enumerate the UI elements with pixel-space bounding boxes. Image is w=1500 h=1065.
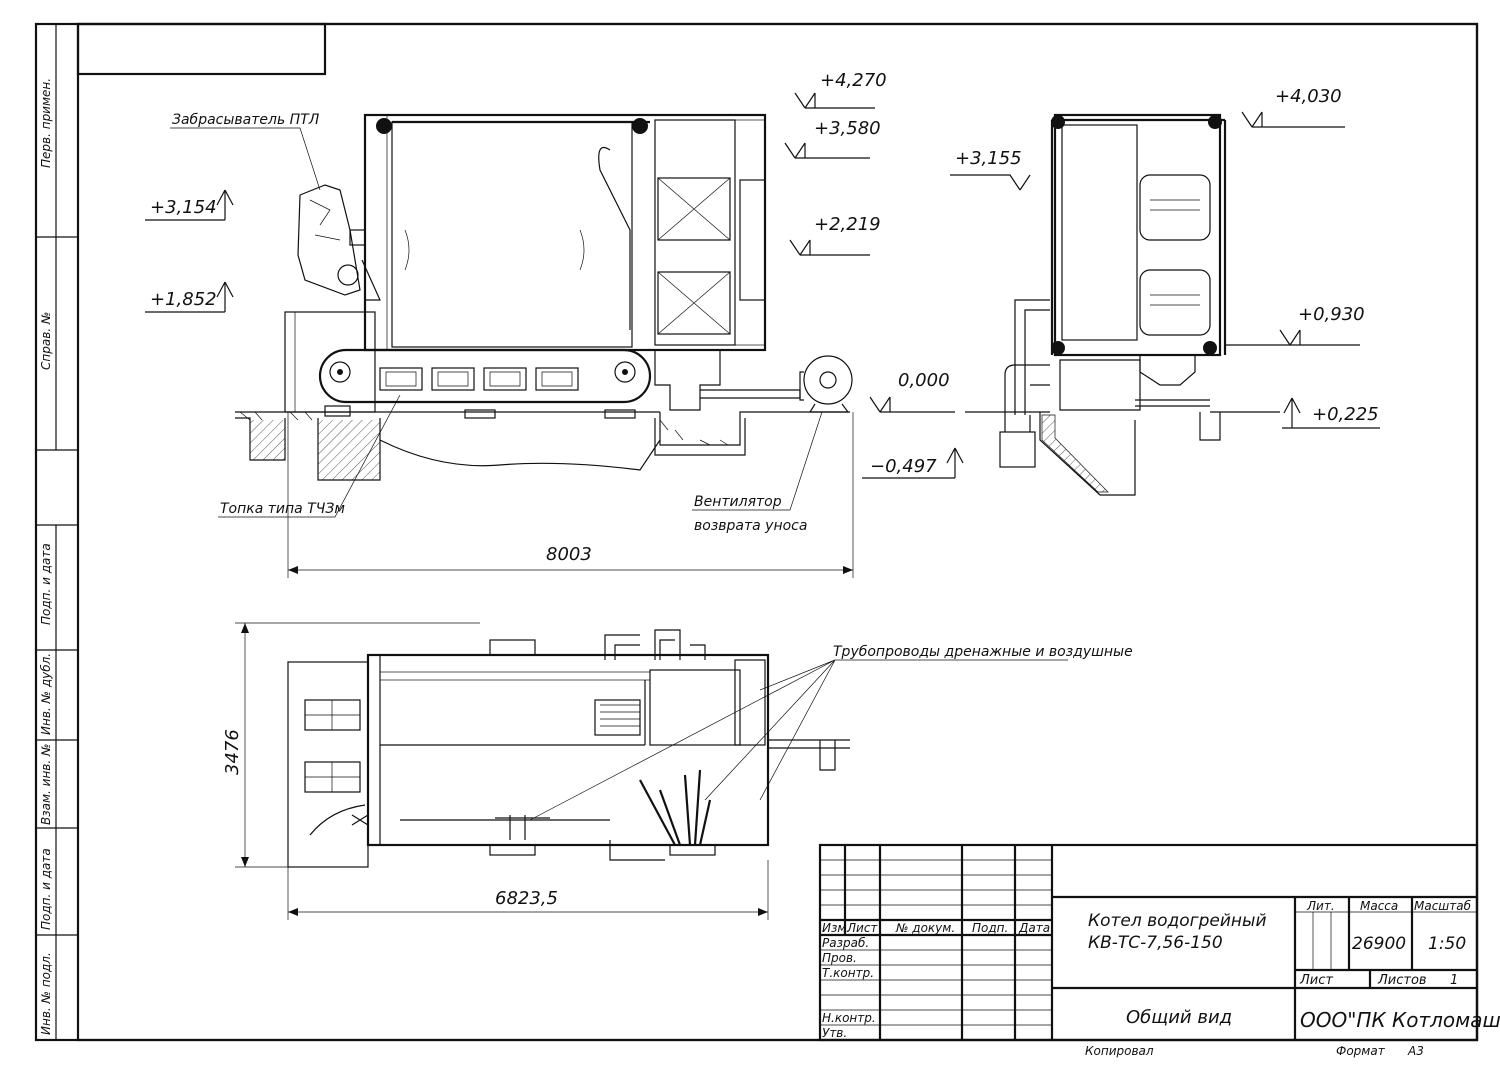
tkontr: Т.контр. [822, 966, 874, 980]
kopiroval-label: Копировал [1085, 1044, 1154, 1058]
elev-4270: +4,270 [820, 70, 887, 91]
vzam-inv-label: Взам. инв. № [39, 744, 53, 825]
truboprovody-label: Трубопроводы дренажные и воздушные [833, 644, 1133, 660]
dim-6823-5: 6823,5 [495, 888, 558, 909]
title-line-2: КВ-ТС-7,56-150 [1088, 933, 1223, 953]
elev-2219: +2,219 [814, 214, 881, 235]
inv-podl-label: Инв. № подл. [39, 952, 53, 1035]
format-value: А3 [1407, 1044, 1424, 1058]
podp-data-2-label: Подп. и дата [39, 848, 53, 930]
masshtab-header: Масштаб [1414, 899, 1472, 913]
podp-data-1-label: Подп. и дата [39, 543, 53, 625]
utv: Утв. [822, 1026, 847, 1040]
plan-view: Трубопроводы дренажные и воздушные 6823,… [222, 622, 1133, 920]
masshtab-value: 1:50 [1428, 934, 1466, 954]
elev-0000: 0,000 [898, 370, 950, 391]
side-strip: Перв. примен. Справ. № Подп. и дата Инв.… [36, 24, 78, 1040]
topka-label: Топка типа ТЧЗм [220, 501, 345, 517]
sprav-label: Справ. № [39, 312, 53, 370]
doc-name: Общий вид [1126, 1007, 1232, 1028]
massa-value: 26900 [1352, 934, 1406, 954]
elev-3155: +3,155 [955, 148, 1022, 169]
lit-header: Лит. [1306, 899, 1335, 913]
massa-header: Масса [1360, 899, 1398, 913]
elev-0225: +0,225 [1312, 404, 1379, 425]
inv-dubl-label: Инв. № дубл. [39, 653, 53, 735]
perv-primen-label: Перв. примен. [39, 78, 53, 168]
elevation-marks-left: +4,270 +3,580 +2,219 +3,154 +1,852 0,000… [145, 70, 964, 479]
elev-4030: +4,030 [1275, 86, 1342, 107]
inner-frame [76, 22, 1479, 1042]
h-list: Лист [846, 921, 878, 935]
title-line-1: Котел водогрейный [1088, 911, 1267, 931]
front-view: +4,030 +3,155 +0,930 +0,225 [950, 86, 1380, 496]
side-view: +4,270 +3,580 +2,219 +3,154 +1,852 0,000… [145, 70, 964, 578]
elev-1852: +1,852 [150, 289, 217, 310]
h-ndokum: № докум. [895, 921, 955, 935]
nkontr: Н.контр. [822, 1011, 876, 1025]
ventilator-label-1: Вентилятор [694, 494, 782, 510]
format-label: Формат [1336, 1044, 1386, 1058]
front-foundation-hatch [1041, 414, 1109, 493]
dim-8003: 8003 [546, 544, 592, 565]
h-izm: Изм. [822, 921, 850, 935]
org-name: ООО"ПК Котломаш" [1300, 1008, 1500, 1032]
prov: Пров. [822, 951, 857, 965]
elev-3154: +3,154 [150, 197, 217, 218]
listov-value: 1 [1450, 973, 1458, 988]
elev-m0497: −0,497 [870, 456, 937, 477]
dim-3476: 3476 [222, 729, 243, 775]
razrab: Разраб. [822, 936, 869, 950]
h-podp: Подп. [972, 921, 1008, 935]
zabrasyvatel-label: Забрасыватель ПТЛ [172, 112, 320, 128]
h-data: Дата [1018, 921, 1050, 935]
elev-3580: +3,580 [814, 118, 881, 139]
elevation-marks-right: +4,030 +3,155 +0,930 +0,225 [950, 86, 1380, 429]
ventilator-label-2: возврата уноса [694, 518, 807, 534]
top-left-stamp-box [76, 22, 327, 76]
elev-0930: +0,930 [1298, 304, 1365, 325]
title-block: Изм. Лист № докум. Подп. Дата Разраб. Пр… [818, 843, 1500, 1058]
list-label: Лист [1299, 973, 1333, 988]
listov-label: Листов [1377, 973, 1427, 988]
